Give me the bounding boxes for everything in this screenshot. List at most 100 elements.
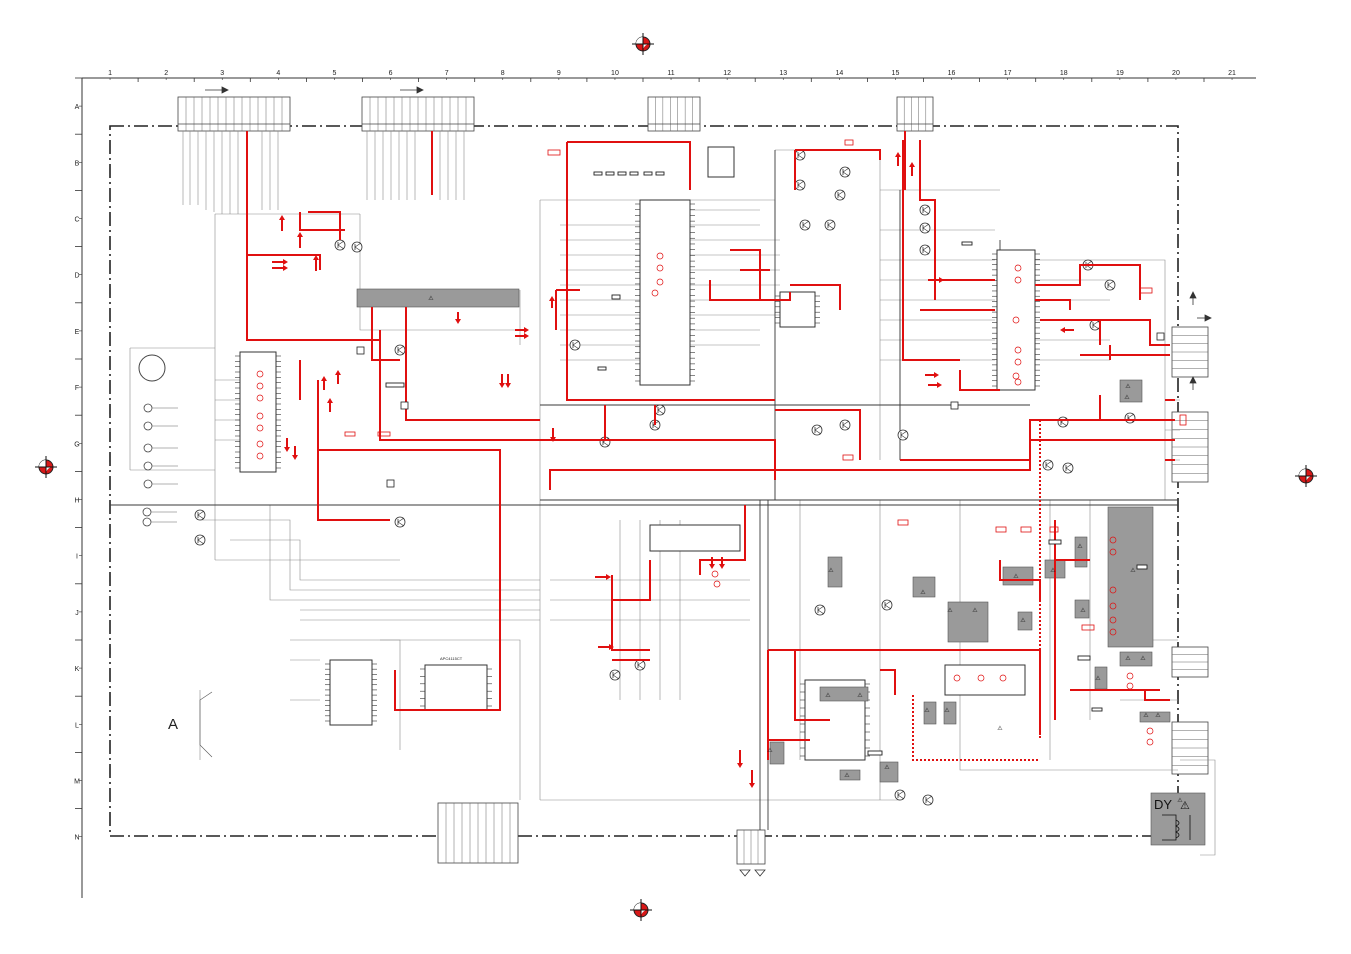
connector-pins (178, 97, 1208, 864)
shaded-tile-a (827, 556, 843, 588)
black-arrows (205, 86, 1212, 390)
transistor (814, 604, 826, 616)
transistor (881, 599, 893, 611)
row-label: C (74, 217, 79, 224)
transistor (839, 419, 851, 431)
warning-icon: ⚠ (997, 725, 1003, 732)
column-label: 20 (1172, 70, 1180, 77)
signal-arrow (925, 372, 939, 378)
test-point (1126, 672, 1134, 680)
ic-left-bottom (329, 659, 373, 726)
test-point (256, 440, 264, 448)
test-point (256, 370, 264, 378)
warning-icon: ⚠ (1077, 543, 1083, 550)
shaded-tile-m (879, 761, 899, 783)
capacitor (655, 171, 665, 176)
column-label: 13 (779, 70, 787, 77)
row-label: I (76, 554, 78, 561)
row-label: D (74, 273, 79, 280)
transistor (1089, 319, 1101, 331)
test-point (656, 278, 664, 286)
capacitor (629, 171, 639, 176)
signal-arrow (327, 398, 333, 412)
transistor (1124, 412, 1136, 424)
warning-icon: ⚠ (767, 747, 773, 754)
test-point (1109, 548, 1117, 556)
column-label: 7 (445, 70, 449, 77)
resistor (844, 139, 854, 146)
signal-arrow (499, 374, 505, 388)
warning-icon: ⚠ (924, 707, 930, 714)
capacitor (867, 750, 883, 756)
transistor (919, 244, 931, 256)
capacitor (1136, 564, 1148, 570)
capacitor (593, 171, 603, 176)
shaded-tile-g (1119, 651, 1153, 667)
signal-arrow (297, 232, 303, 248)
transistor (609, 669, 621, 681)
transistor (824, 219, 836, 231)
row-label: J (75, 610, 79, 617)
shaded-tile-q (1139, 711, 1171, 723)
connector-cn3 (647, 96, 701, 132)
component-pad (356, 346, 365, 355)
transistor (897, 429, 909, 441)
column-label: 2 (164, 70, 168, 77)
signal-arrow (719, 557, 725, 569)
column-label: 12 (723, 70, 731, 77)
row-label: H (74, 498, 79, 505)
resistor (1049, 526, 1059, 533)
test-point (1014, 276, 1022, 284)
column-label: 6 (389, 70, 393, 77)
signal-arrow (455, 312, 461, 324)
signal-arrow (515, 327, 529, 333)
column-label: 11 (667, 70, 674, 77)
frame (81, 77, 1256, 898)
column-label: 10 (611, 70, 619, 77)
test-point (711, 570, 719, 578)
shaded-tile-n (1017, 611, 1033, 631)
transistor (794, 179, 806, 191)
row-label: G (74, 441, 79, 448)
test-point (1012, 316, 1020, 324)
warning-icon: ⚠ (1143, 712, 1149, 719)
warning-icon: ⚠ (1177, 797, 1183, 804)
warning-icon: ⚠ (825, 692, 831, 699)
signal-arrow (1060, 327, 1074, 333)
signal-arrow (550, 428, 556, 442)
test-point (1109, 586, 1117, 594)
dy-label: DY (1154, 797, 1172, 812)
test-point (256, 382, 264, 390)
warning-icon: ⚠ (944, 707, 950, 714)
transistor (1062, 462, 1074, 474)
transistor (799, 219, 811, 231)
shaded-tile-k (943, 701, 957, 725)
column-label: 19 (1116, 70, 1124, 77)
test-point (656, 252, 664, 260)
transistor (194, 534, 206, 546)
capacitor (597, 366, 607, 371)
shaded-blocks (356, 288, 1206, 846)
shaded-tile-c (947, 601, 989, 643)
signal-arrow (928, 382, 942, 388)
capacitor (605, 171, 615, 176)
shaded-tile-b (912, 576, 936, 598)
signal-arrow (515, 333, 529, 339)
shaded-tile-l (769, 741, 785, 765)
ic-right-main (996, 249, 1036, 391)
signal-arrow (595, 574, 611, 580)
test-point (1109, 536, 1117, 544)
warning-icon: ⚠ (1050, 567, 1056, 574)
capacitor (611, 294, 621, 300)
row-label: N (74, 835, 79, 842)
test-point (1109, 602, 1117, 610)
row-label: F (75, 385, 79, 392)
resistor (1179, 414, 1187, 426)
resistor (377, 431, 391, 437)
signal-arrow (749, 770, 755, 788)
warning-icon: ⚠ (1124, 394, 1130, 401)
transistor (919, 204, 931, 216)
dark-wiring (110, 150, 1178, 830)
test-point (977, 674, 985, 682)
